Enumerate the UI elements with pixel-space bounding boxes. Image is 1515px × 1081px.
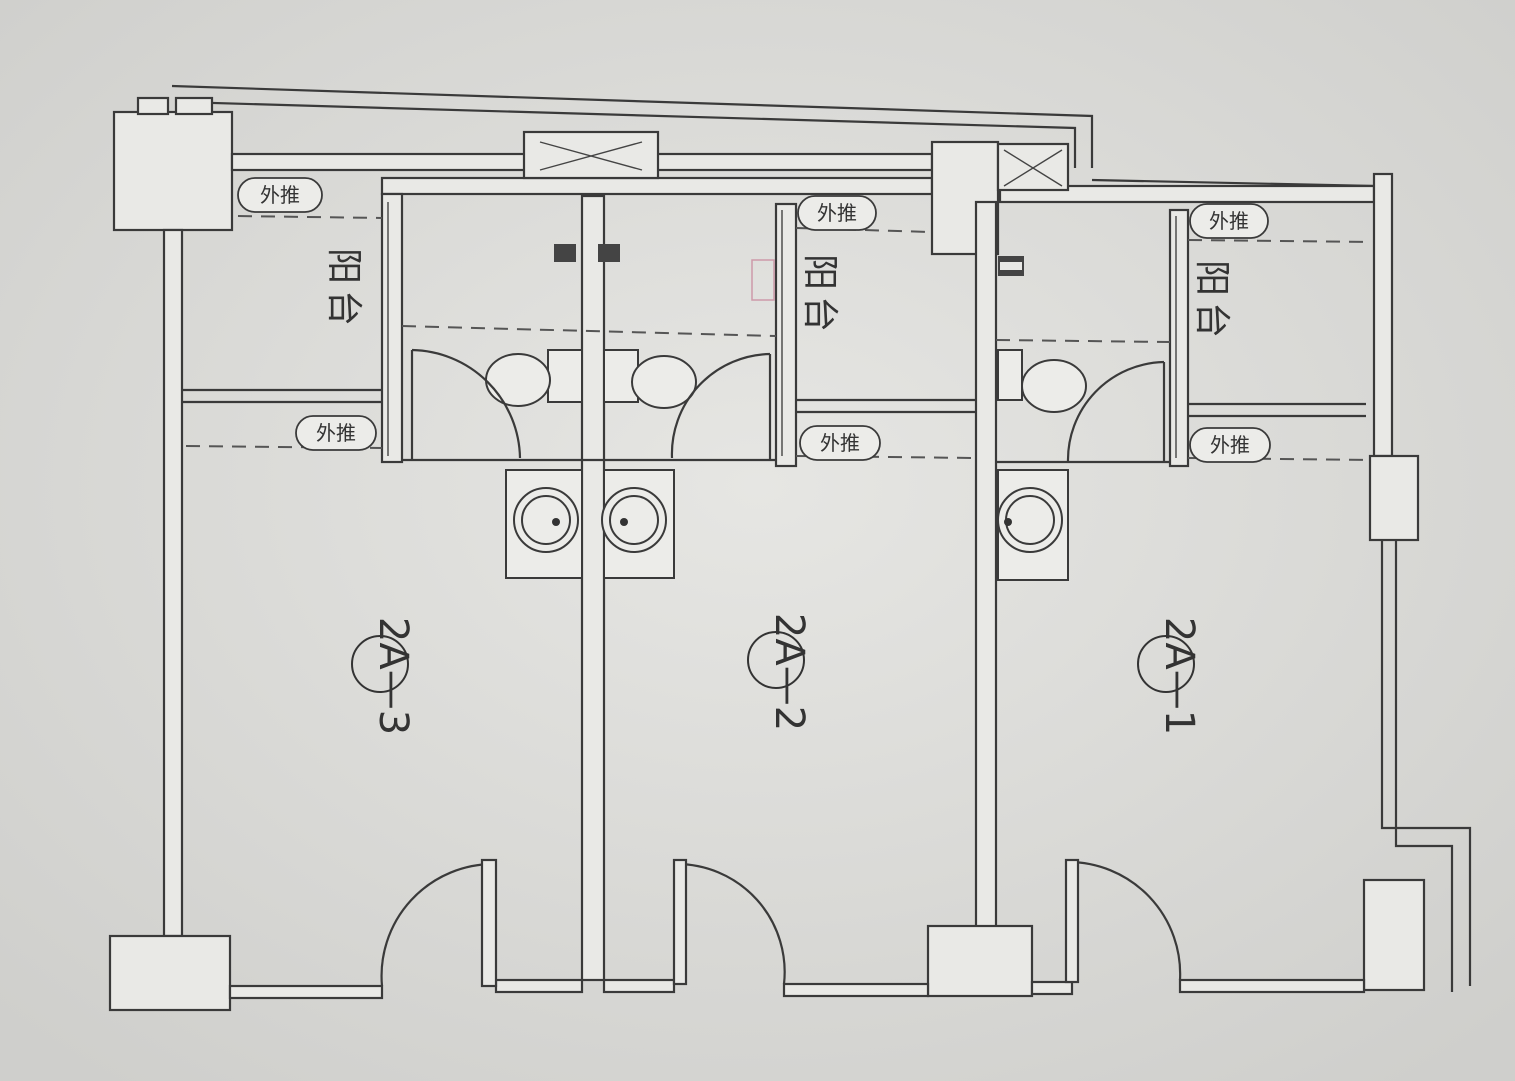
- push-tag-unit-2-upper: 外推: [817, 201, 857, 225]
- toilets: [485, 349, 1087, 413]
- bath-door-swing-1: [1066, 360, 1165, 463]
- sink-unit-3: [505, 469, 583, 579]
- toilet-unit-1: [997, 349, 1087, 413]
- entry-door-swing-2: [675, 862, 786, 985]
- unit-id-circle-2: [747, 631, 805, 689]
- walls: [108, 96, 1472, 1012]
- balcony-label-unit-2: 阳台: [799, 254, 840, 338]
- unit-id-1: 2A—1: [1156, 617, 1202, 735]
- sink-unit-2: [601, 469, 675, 579]
- stamp-mark: [751, 259, 775, 301]
- column-bottom-right: [1362, 878, 1426, 992]
- unit-id-circle-3: [351, 635, 409, 693]
- sinks: [505, 469, 1069, 581]
- sink-unit-1: [997, 469, 1069, 581]
- unit-id-circle-1: [1137, 635, 1195, 693]
- entry-door-swing-3: [380, 862, 495, 987]
- balcony-label-unit-1: 阳台: [1191, 260, 1232, 344]
- entry-door-swing-1: [1067, 860, 1182, 981]
- unit-id-2: 2A—2: [766, 613, 812, 731]
- unit-labels: 外推 外推 外推 外推 外推 外推 阳台 阳台 阳台 2A—3 2A—2 2A—…: [237, 177, 1271, 735]
- bathroom-walls: [182, 202, 1366, 464]
- push-tag-unit-1-upper: 外推: [1209, 209, 1249, 233]
- balcony-label-unit-3: 阳台: [323, 248, 364, 332]
- push-tag-unit-3-upper: 外推: [260, 183, 300, 207]
- column-bottom-left: [108, 934, 232, 1012]
- bath-door-swing-3: [411, 348, 522, 459]
- shaft-1: [522, 130, 660, 180]
- toilet-unit-3: [485, 349, 583, 407]
- push-tag-unit-3-lower: 外推: [316, 421, 356, 445]
- column-top-left: [112, 110, 234, 232]
- toilet-unit-2: [603, 349, 697, 409]
- wall-fixtures: [554, 244, 1024, 276]
- bath-door-swing-2: [670, 352, 771, 459]
- push-tag-unit-2-lower: 外推: [820, 431, 860, 455]
- column-bottom-mid: [926, 924, 1034, 998]
- entrance-doors: [380, 858, 1182, 988]
- bathroom-doors: [410, 348, 1166, 463]
- push-tag-unit-1-lower: 外推: [1210, 433, 1250, 457]
- unit-id-3: 2A—3: [370, 617, 416, 735]
